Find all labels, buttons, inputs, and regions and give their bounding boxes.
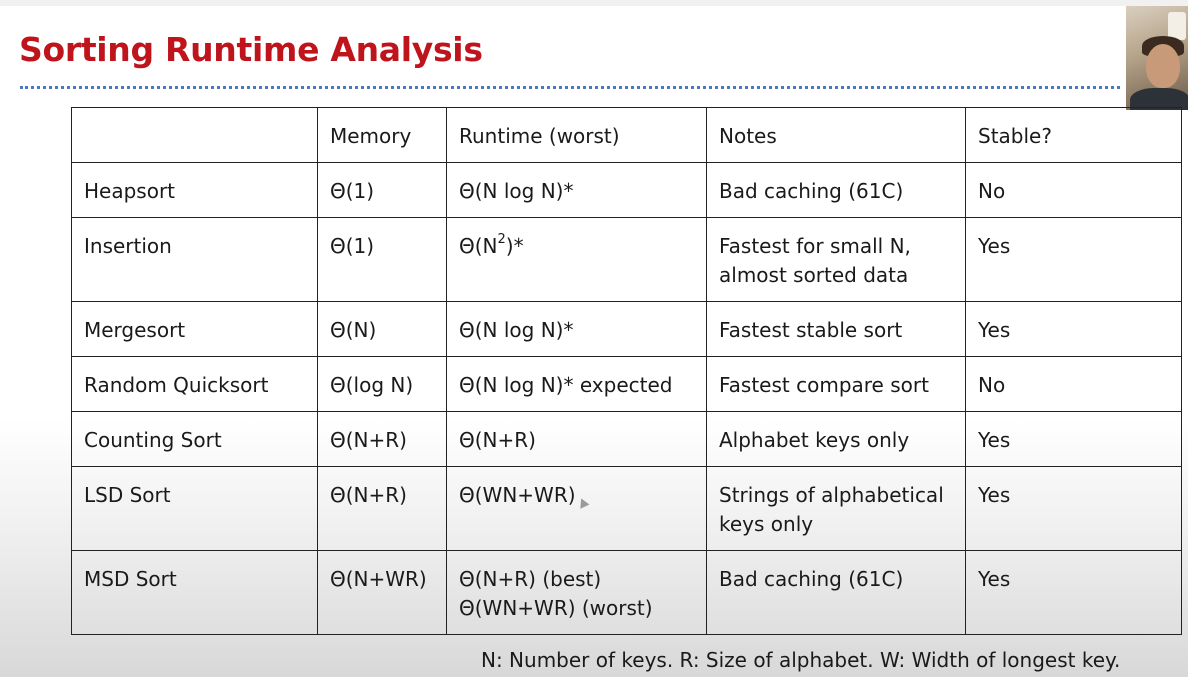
header-memory: Memory — [317, 107, 447, 163]
memory-cell: Θ(log N) — [317, 356, 447, 412]
algorithm-name: MSD Sort — [71, 550, 318, 635]
sorting-runtime-table: Memory Runtime (worst) Notes Stable? Hea… — [71, 107, 1182, 635]
header-notes: Notes — [706, 107, 966, 163]
slide-title: Sorting Runtime Analysis — [19, 30, 483, 69]
runtime-cell: Θ(N+R) (best) Θ(WN+WR) (worst) — [446, 550, 707, 635]
table-row: Mergesort Θ(N) Θ(N log N)* Fastest stabl… — [71, 301, 1182, 357]
webcam-overlay — [1126, 6, 1188, 110]
algorithm-name: Counting Sort — [71, 411, 318, 467]
stable-cell: Yes — [965, 301, 1182, 357]
algorithm-name: Insertion — [71, 217, 318, 302]
background-lamp — [1168, 12, 1186, 40]
runtime-cell: Θ(N log N)* — [446, 162, 707, 218]
runtime-cell: Θ(N log N)* — [446, 301, 707, 357]
title-divider — [20, 86, 1120, 89]
stable-cell: No — [965, 162, 1182, 218]
footnote: N: Number of keys. R: Size of alphabet. … — [481, 648, 1121, 672]
stable-cell: Yes — [965, 550, 1182, 635]
table-row: Insertion Θ(1) Θ(N2)* Fastest for small … — [71, 217, 1182, 302]
runtime-prefix: Θ(N — [459, 234, 498, 258]
notes-line-2: keys only — [719, 512, 814, 536]
header-stable: Stable? — [965, 107, 1182, 163]
algorithm-name: Mergesort — [71, 301, 318, 357]
runtime-cell: Θ(N2)* — [446, 217, 707, 302]
notes-line-1: Fastest for small N, — [719, 234, 911, 258]
runtime-cell: Θ(WN+WR) — [446, 466, 707, 551]
memory-cell: Θ(1) — [317, 162, 447, 218]
memory-cell: Θ(N) — [317, 301, 447, 357]
notes-cell: Bad caching (61C) — [706, 162, 966, 218]
algorithm-name: Random Quicksort — [71, 356, 318, 412]
memory-cell: Θ(N+WR) — [317, 550, 447, 635]
runtime-line-2: Θ(WN+WR) (worst) — [459, 596, 653, 620]
table-row: Heapsort Θ(1) Θ(N log N)* Bad caching (6… — [71, 162, 1182, 218]
runtime-cell: Θ(N+R) — [446, 411, 707, 467]
stable-cell: Yes — [965, 411, 1182, 467]
notes-cell: Alphabet keys only — [706, 411, 966, 467]
header-runtime: Runtime (worst) — [446, 107, 707, 163]
header-algorithm — [71, 107, 318, 163]
table-row: Counting Sort Θ(N+R) Θ(N+R) Alphabet key… — [71, 411, 1182, 467]
algorithm-name: Heapsort — [71, 162, 318, 218]
presenter-face — [1146, 44, 1180, 88]
notes-line-2: almost sorted data — [719, 263, 909, 287]
memory-cell: Θ(N+R) — [317, 466, 447, 551]
notes-cell: Strings of alphabetical keys only — [706, 466, 966, 551]
notes-cell: Bad caching (61C) — [706, 550, 966, 635]
notes-cell: Fastest compare sort — [706, 356, 966, 412]
notes-line-1: Strings of alphabetical — [719, 483, 944, 507]
stable-cell: No — [965, 356, 1182, 412]
presenter-shoulders — [1130, 88, 1188, 110]
notes-cell: Fastest stable sort — [706, 301, 966, 357]
runtime-exponent: 2 — [497, 232, 506, 248]
table-row: LSD Sort Θ(N+R) Θ(WN+WR) Strings of alph… — [71, 466, 1182, 551]
table-row: MSD Sort Θ(N+WR) Θ(N+R) (best) Θ(WN+WR) (… — [71, 550, 1182, 635]
memory-cell: Θ(N+R) — [317, 411, 447, 467]
table-header-row: Memory Runtime (worst) Notes Stable? — [71, 107, 1182, 163]
memory-cell: Θ(1) — [317, 217, 447, 302]
table-row: Random Quicksort Θ(log N) Θ(N log N)* ex… — [71, 356, 1182, 412]
runtime-cell: Θ(N log N)* expected — [446, 356, 707, 412]
top-strip — [0, 0, 1188, 6]
stable-cell: Yes — [965, 466, 1182, 551]
runtime-suffix: )* — [505, 234, 524, 258]
stable-cell: Yes — [965, 217, 1182, 302]
algorithm-name: LSD Sort — [71, 466, 318, 551]
notes-cell: Fastest for small N, almost sorted data — [706, 217, 966, 302]
runtime-line-1: Θ(N+R) (best) — [459, 567, 602, 591]
